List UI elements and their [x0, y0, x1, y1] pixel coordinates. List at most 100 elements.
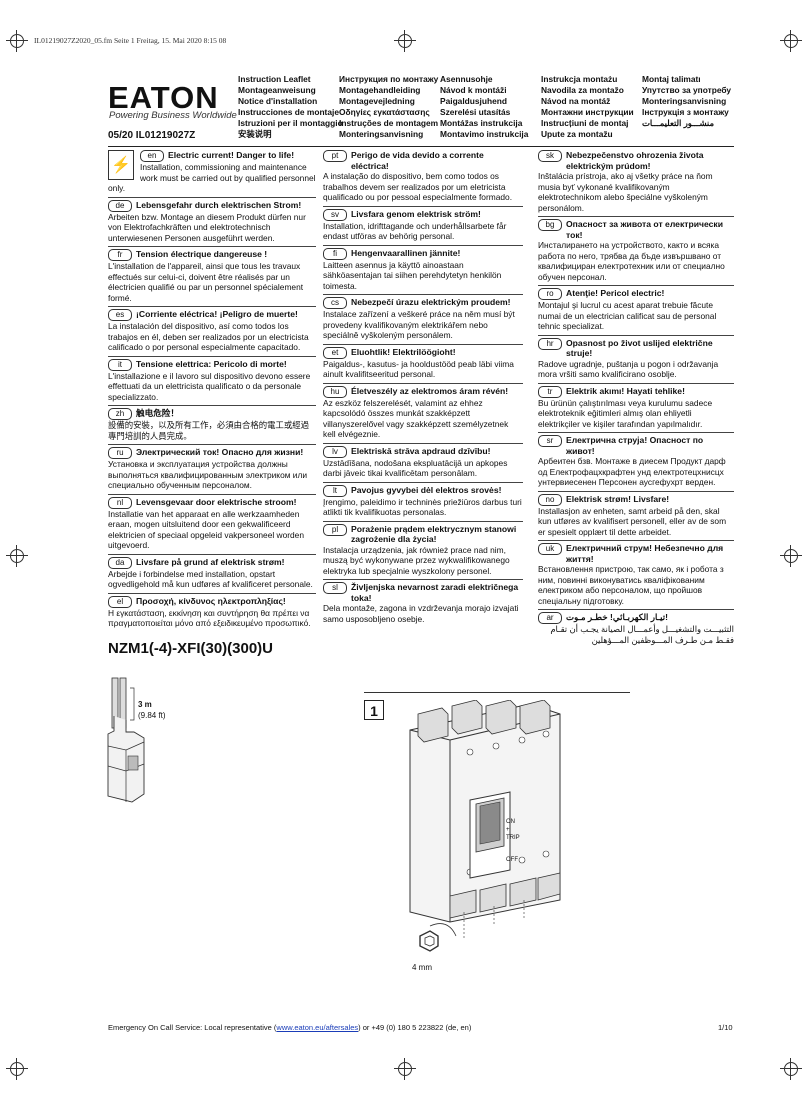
crop-mark [780, 30, 802, 52]
language-code-badge: cs [323, 297, 347, 309]
section-divider [538, 609, 734, 610]
cable-length-ft: (9.84 ft) [138, 711, 166, 720]
language-code-badge: pt [323, 150, 347, 162]
cable-length: 3 m [138, 700, 152, 709]
section-divider [323, 343, 523, 345]
warning-body: Установка и эксплуатация устройства долж… [108, 459, 308, 490]
warning-body: Арбеитен бзв. Монтаже в диесем Продукт д… [538, 456, 726, 487]
warning-body: Uzstādīšana, nodošana ekspluatācijā un a… [323, 457, 508, 479]
crop-mark [780, 1058, 802, 1080]
brand-tagline: Powering Business Worldwide [109, 110, 237, 121]
section-divider [108, 306, 316, 307]
section-divider [108, 355, 316, 357]
product-title: NZM1(-4)-XFI(30)(300)U [108, 640, 274, 657]
warning-body: Inštalácia prístroja, ako aj všetky prác… [538, 171, 713, 213]
language-code-badge: es [108, 309, 132, 321]
page-number: 1/10 [718, 1023, 733, 1032]
language-code-badge: sl [323, 582, 347, 594]
section-divider [538, 490, 734, 492]
warning-body: 設備的安裝，以及所有工作，必須由合格的電工或經過專門培訓的人員完成。 [108, 420, 309, 441]
language-code-badge: lt [323, 484, 347, 497]
section-divider [323, 382, 523, 384]
section-divider [323, 205, 523, 207]
section-divider [108, 405, 316, 406]
crop-mark [780, 545, 802, 567]
warning-es: es¡Corriente eléctrica! ¡Peligro de muer… [108, 309, 316, 353]
language-code-badge: el [108, 595, 132, 608]
language-code-badge: sv [323, 208, 347, 221]
crop-mark [6, 545, 28, 567]
language-code-badge: it [108, 358, 132, 371]
figure-rule [364, 692, 630, 693]
warning-body: Встановлення пристрою, так само, як і ро… [538, 564, 724, 606]
language-code-badge: lv [323, 445, 347, 458]
doc-number: 05/20 IL01219027Z [108, 130, 196, 141]
crop-mark [6, 30, 28, 52]
warning-body: Installation, commissioning and maintena… [108, 162, 316, 193]
tool-size: 4 mm [412, 963, 432, 972]
section-divider [323, 442, 523, 444]
warning-body: Paigaldus-, kasutus- ja hooldustööd peab… [323, 358, 514, 380]
language-code-badge: ru [108, 447, 132, 459]
warning-body: Installatie van het apparaat en alle wer… [108, 508, 305, 551]
warning-title: es¡Corriente eléctrica! ¡Peligro de muer… [108, 309, 316, 321]
warning-body: L'installation de l'appareil, ainsi que … [108, 261, 304, 303]
warning-body: Laitteen asennus ja käyttö ainoastaan sä… [323, 259, 502, 291]
warning-body: L'installazione e il lavoro sul disposit… [108, 370, 311, 402]
warning-body: Η εγκατάσταση, εκκίνηση και συντήρηση θα… [108, 607, 311, 629]
warning-body: Arbeiten bzw. Montage an diesem Produkt … [108, 211, 306, 243]
section-divider [323, 579, 523, 580]
step-number: 1 [364, 700, 384, 720]
eaton-logo: EATON [108, 80, 219, 115]
warning-body: A instalação do dispositivo, bem como to… [323, 171, 513, 202]
crop-mark [6, 1058, 28, 1080]
section-divider [538, 382, 734, 384]
language-code-badge: da [108, 556, 132, 569]
crop-mark [394, 1058, 416, 1080]
switch-position-labels: ON + TRIP OFF [506, 819, 520, 863]
section-divider [323, 520, 523, 522]
aftersales-link[interactable]: www.eaton.eu/aftersales [276, 1023, 359, 1032]
warning-body: Įrengimo, paleidimo ir techninės priežiū… [323, 496, 522, 518]
warning-body: Dela montaže, zagona in vzdrževanja mora… [323, 603, 519, 624]
language-code-badge: fr [108, 249, 132, 261]
language-code-badge: fi [323, 247, 347, 260]
section-divider [108, 493, 316, 495]
section-divider [538, 216, 734, 217]
